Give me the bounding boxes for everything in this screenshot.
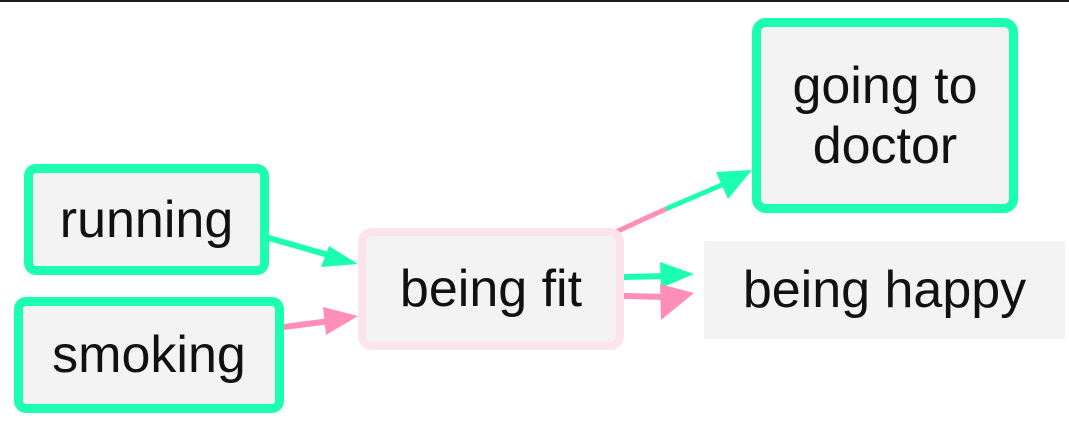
node-running[interactable]: running — [24, 164, 269, 275]
edge-running-to-being-fit — [266, 235, 358, 267]
node-being-happy[interactable]: being happy — [704, 241, 1065, 339]
node-going-to-doctor-label: going to doctor — [792, 56, 978, 175]
node-being-happy-label: being happy — [742, 261, 1027, 319]
node-being-fit[interactable]: being fit — [358, 228, 624, 350]
edge-being-fit-to-doctor — [615, 170, 752, 234]
node-being-fit-label: being fit — [399, 260, 583, 318]
node-smoking[interactable]: smoking — [14, 297, 284, 413]
edge-being-fit-to-happy-pink — [621, 284, 694, 320]
edge-smoking-to-being-fit — [281, 307, 358, 335]
node-running-label: running — [59, 190, 234, 249]
node-going-to-doctor[interactable]: going to doctor — [752, 18, 1018, 213]
edge-being-fit-to-happy-green — [621, 262, 694, 288]
top-rule — [0, 0, 1069, 2]
node-smoking-label: smoking — [52, 326, 246, 384]
